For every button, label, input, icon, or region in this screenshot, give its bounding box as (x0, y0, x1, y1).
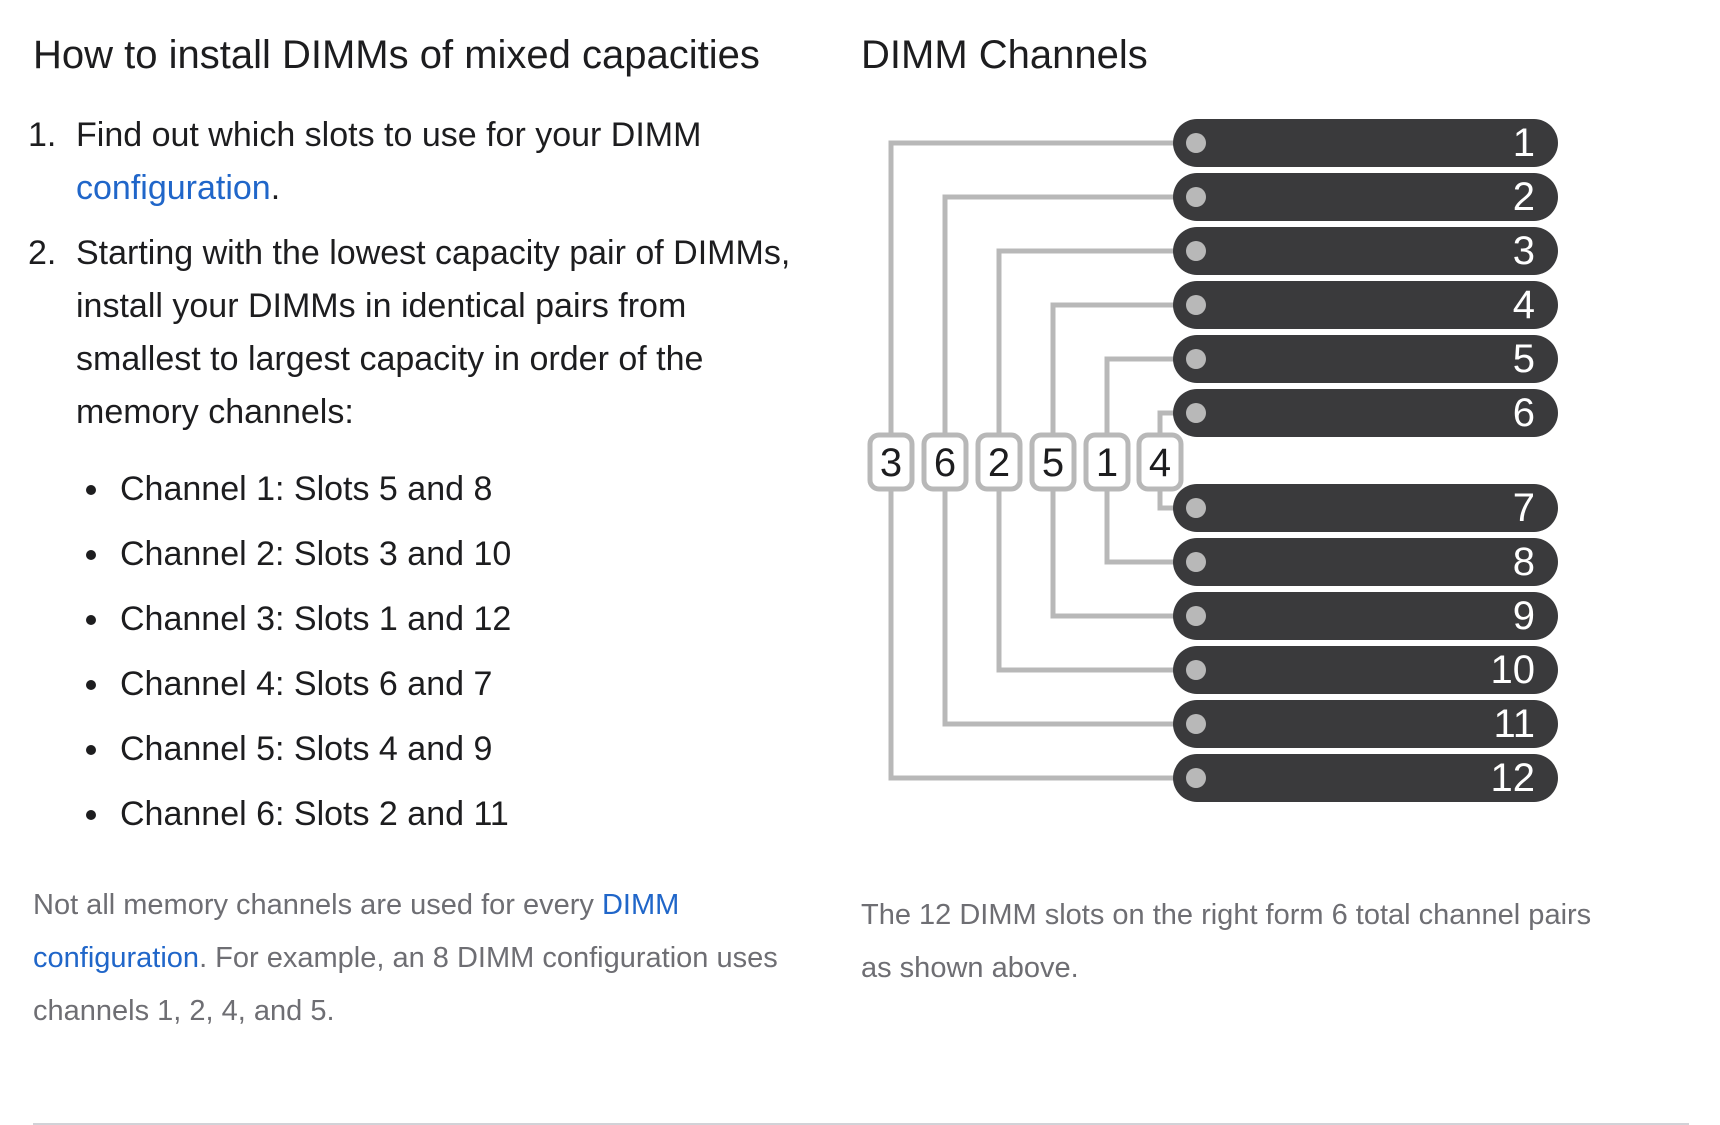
slot-connector-dot (1186, 606, 1206, 626)
dimm-slot (1173, 227, 1558, 275)
slot-number: 10 (1491, 648, 1536, 692)
channel-list: Channel 1: Slots 5 and 8 Channel 2: Slot… (33, 457, 793, 847)
dimm-slot (1173, 173, 1558, 221)
bullet-icon (86, 550, 96, 560)
dimm-slot (1173, 538, 1558, 586)
diagram-title: DIMM Channels (861, 33, 1148, 77)
dimm-slot (1173, 119, 1558, 167)
slot-connector-dot (1186, 295, 1206, 315)
list-item: Channel 3: Slots 1 and 12 (76, 587, 793, 652)
diagram-section: DIMM Channels (861, 24, 1681, 87)
list-item: Channel 6: Slots 2 and 11 (76, 782, 793, 847)
slot-number: 3 (1513, 229, 1535, 273)
dimm-slot (1173, 646, 1558, 694)
dimm-configuration-link[interactable]: DIMM configuration (33, 889, 680, 974)
slot-connector-dot (1186, 660, 1206, 680)
slot-connector-dot (1186, 187, 1206, 207)
dimm-slot (1173, 700, 1558, 748)
dimm-slot (1173, 754, 1558, 802)
slot-number: 7 (1513, 486, 1535, 530)
channel-number: 1 (1096, 441, 1118, 485)
slot-number: 9 (1513, 594, 1535, 638)
list-item: Channel 2: Slots 3 and 10 (76, 522, 793, 587)
slot-connector-dot (1186, 349, 1206, 369)
install-title: How to install DIMMs of mixed capacities (33, 33, 760, 77)
dimm-slot (1173, 592, 1558, 640)
step-number: 2. (28, 234, 57, 272)
dimm-slot (1173, 281, 1558, 329)
configuration-link[interactable]: configuration (76, 169, 271, 207)
diagram-caption: The 12 DIMM slots on the right form 6 to… (861, 899, 1592, 984)
slot-connector-dot (1186, 133, 1206, 153)
slot-number: 6 (1513, 391, 1535, 435)
list-item: Channel 5: Slots 4 and 9 (76, 717, 793, 782)
slot-connector-dot (1186, 768, 1206, 788)
steps-list: 1. Find out which slots to use for your … (28, 109, 793, 439)
slot-number: 12 (1491, 756, 1536, 800)
step-1: 1. Find out which slots to use for your … (28, 109, 793, 215)
slot-number: 1 (1513, 121, 1535, 165)
channel-box (867, 432, 915, 492)
slot-number: 8 (1513, 540, 1535, 584)
channel-number: 6 (934, 441, 956, 485)
slot-connector-dot (1186, 498, 1206, 518)
slot-connector-dot (1186, 552, 1206, 572)
channel-box (1029, 432, 1077, 492)
channel-number: 4 (1149, 441, 1171, 485)
channel-box (1083, 432, 1131, 492)
step-2: 2. Starting with the lowest capacity pai… (28, 227, 793, 439)
channel-box (975, 432, 1023, 492)
channel-number: 5 (1042, 441, 1064, 485)
dimm-slot (1173, 389, 1558, 437)
install-section: How to install DIMMs of mixed capacities… (28, 24, 793, 1067)
channel-note: Not all memory channels are used for eve… (33, 889, 778, 1027)
list-item: Channel 4: Slots 6 and 7 (76, 652, 793, 717)
channel-box (921, 432, 969, 492)
slot-number: 11 (1493, 702, 1535, 746)
step-number: 1. (28, 116, 57, 154)
dimm-slot (1173, 335, 1558, 383)
slot-connector-dot (1186, 403, 1206, 423)
bullet-icon (86, 615, 96, 625)
list-item: Channel 1: Slots 5 and 8 (76, 457, 793, 522)
channel-number: 3 (880, 441, 902, 485)
bullet-icon (86, 680, 96, 690)
dimm-slot (1173, 484, 1558, 532)
slot-number: 5 (1513, 337, 1535, 381)
slot-number: 4 (1513, 283, 1535, 327)
slot-connector-dot (1186, 241, 1206, 261)
channel-number: 2 (988, 441, 1010, 485)
step-text: Starting with the lowest capacity pair o… (76, 234, 791, 431)
bullet-icon (86, 745, 96, 755)
step-text: Find out which slots to use for your DIM… (76, 116, 702, 154)
channel-box (1136, 432, 1184, 492)
slot-number: 2 (1513, 175, 1535, 219)
bullet-icon (86, 485, 96, 495)
bullet-icon (86, 810, 96, 820)
step-text-end: . (270, 169, 281, 207)
slot-connector-dot (1186, 714, 1206, 734)
